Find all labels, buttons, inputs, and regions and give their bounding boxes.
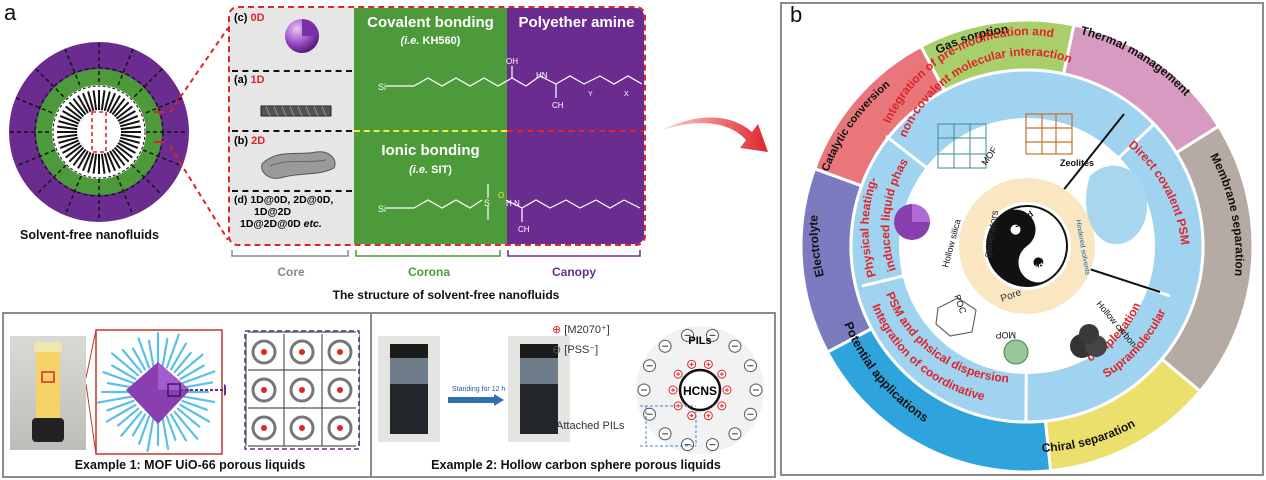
svg-text:CH: CH [518, 225, 530, 234]
svg-text:H: H [506, 199, 512, 208]
standing-arrow-icon [448, 394, 504, 406]
core-divider [232, 130, 352, 132]
solvent-free-caption: Solvent-free nanofluids [20, 228, 159, 242]
svg-text:Si: Si [378, 204, 386, 214]
examples-frame [2, 312, 776, 478]
mop-icon [1003, 339, 1029, 365]
corona-label: Corona [408, 265, 450, 279]
svg-text:HN: HN [536, 71, 548, 80]
0d-sphere-icon [285, 19, 319, 53]
structure-box: (c) 0D (a) 1D (b) 2D (d) 1D@0D, 2D@0D, 1… [228, 6, 646, 246]
example2-caption: Example 2: Hollow carbon sphere porous l… [431, 458, 721, 472]
poc-icon [935, 297, 977, 337]
ionic-bonding-example: (i.e. SIT) [409, 164, 452, 176]
arrow-icon [662, 117, 768, 152]
core-1d-label: (a) 1D [234, 74, 265, 86]
strategy-wheel: Solid Liquid generators Pore Gas sorptio… [790, 6, 1255, 474]
corona-divider [354, 130, 507, 132]
svg-text:OH: OH [506, 57, 518, 66]
hindered-solvent-icon [1085, 165, 1147, 245]
1d-nanotube-icon [260, 105, 332, 117]
core-divider [232, 190, 352, 192]
hollow-carbon-icon [1070, 324, 1107, 358]
svg-text:PILs: PILs [688, 335, 711, 347]
panel-a-letter: a [4, 0, 17, 25]
mof-particle-zoom [86, 329, 226, 455]
hollow-silica-icon [894, 204, 930, 240]
svg-text:O: O [498, 191, 504, 200]
kh560-structure: Si OH HN CH Y X [378, 57, 643, 110]
examples-divider [370, 313, 372, 477]
vial-before-icon [390, 344, 428, 434]
svg-text:HCNS: HCNS [683, 384, 717, 398]
canopy-divider [507, 130, 644, 132]
structure-brackets [231, 250, 641, 257]
covalent-bonding-title: Covalent bonding [367, 14, 494, 31]
core-divider [232, 70, 352, 72]
covalent-bonding-example: (i.e. KH560) [400, 35, 461, 47]
svg-text:Zeolites: Zeolites [1060, 158, 1094, 168]
vial-icon [32, 342, 64, 442]
structure-caption: The structure of solvent-free nanofluids [332, 288, 560, 302]
corona-column [354, 8, 507, 244]
vial-after-icon [520, 344, 558, 434]
ionic-bonding-title: Ionic bonding [381, 142, 480, 159]
canopy-column [507, 8, 644, 244]
example1-caption: Example 1: MOF UiO-66 porous liquids [74, 458, 306, 472]
nanofluid-diagram [9, 42, 189, 222]
zeolite-icon [1025, 113, 1073, 155]
mof-icon [937, 123, 987, 169]
canopy-label: Canopy [551, 265, 596, 279]
2d-sheet-icon [261, 151, 336, 179]
svg-text:MOP: MOP [995, 330, 1016, 340]
core-0d-label: (c) 0D [234, 12, 265, 24]
red-marks [154, 111, 164, 143]
radial-dashes [10, 43, 188, 221]
svg-text:N: N [514, 199, 520, 208]
svg-text:Si: Si [378, 82, 386, 92]
panel-b-letter: b [790, 2, 803, 27]
svg-text:Y: Y [588, 91, 593, 98]
core-label: Core [277, 265, 305, 279]
standing-label: Standing for 12 h [452, 386, 506, 393]
svg-text:S: S [484, 198, 490, 208]
panel-b-frame [780, 2, 1264, 476]
core-2d-label: (b) 2D [234, 135, 266, 147]
core-composite-label: (d) 1D@0D, 2D@0D, 1D@2D 1D@2D@0D etc. [234, 194, 334, 230]
attached-pils-label: Attached PILs [556, 420, 625, 432]
uio66-lattice [244, 330, 360, 450]
zoom-connectors [169, 27, 229, 241]
svg-text:X: X [624, 91, 629, 98]
legend-negative: ⊖ [PSS⁻] [552, 344, 599, 356]
svg-text:CH: CH [552, 101, 564, 110]
polyether-amine-title: Polyether amine [518, 14, 635, 31]
sit-structure: Si S O H N CH [378, 184, 641, 234]
legend-positive: ⊕ [M2070⁺] [552, 324, 610, 336]
hcns-diagram: HCNS PILs [636, 326, 764, 454]
